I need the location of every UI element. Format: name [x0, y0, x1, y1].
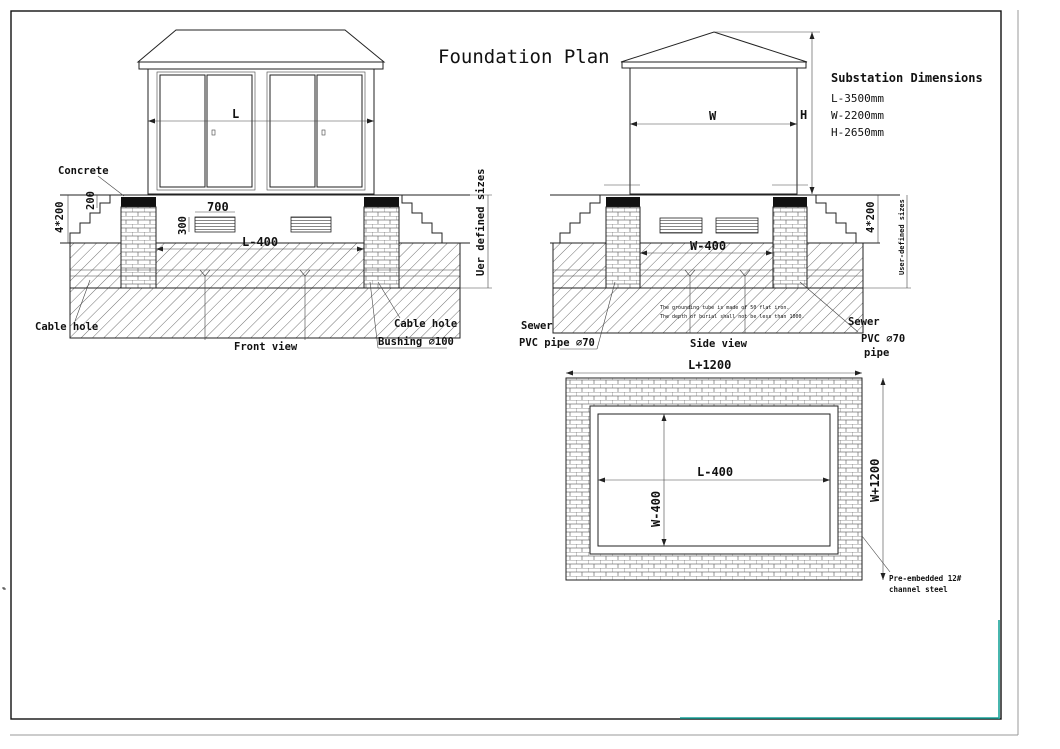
- front-roof: [136, 29, 386, 63]
- side-caption: Side view: [690, 338, 748, 350]
- front-caption: Front view: [234, 341, 298, 353]
- plan-view: L+1200 L-400 W-400 W+1200 Pre-embedded 1…: [565, 358, 962, 594]
- side-pier-right: [772, 206, 808, 289]
- plan-dim-right: W+1200: [868, 459, 882, 502]
- dimension-h: H-2650mm: [831, 126, 884, 139]
- front-view: L 700 300 L-400: [35, 29, 492, 353]
- plan-dim-inner-w: W-400: [649, 491, 663, 527]
- side-height-symbol: H: [800, 108, 807, 122]
- front-bushing-label: Bushing ⌀100: [378, 336, 454, 348]
- side-view: W H W-400 4*200 U: [519, 31, 911, 359]
- plan-dim-top: L+1200: [688, 358, 731, 372]
- side-sewer-right: Sewer: [848, 316, 880, 328]
- front-vent-right: [290, 216, 332, 233]
- front-cable-hole-left: Cable hole: [35, 321, 98, 333]
- side-roof: [620, 31, 808, 63]
- side-vent-left: [659, 217, 703, 234]
- side-pvc-left: PVC pipe ⌀70: [519, 337, 595, 349]
- front-user-sizes: Uer defined sizes: [475, 169, 487, 276]
- side-body: [629, 67, 798, 195]
- front-pier-left: [120, 206, 157, 289]
- page-title: Foundation Plan: [438, 46, 610, 68]
- side-note-line1: The grounding tube is made of 50 flat ir…: [660, 305, 789, 311]
- front-body: [147, 68, 375, 195]
- side-pvc-right: PVC ⌀70: [861, 333, 905, 345]
- front-eave: [138, 61, 384, 70]
- dimensions-heading: Substation Dimensions: [831, 71, 983, 85]
- side-eave: [621, 61, 807, 69]
- sheet-border: [10, 10, 1002, 720]
- front-width-symbol: L: [232, 107, 239, 121]
- front-pier-right-cap: [364, 197, 399, 207]
- front-cable-hole-right: Cable hole: [394, 318, 457, 330]
- front-concrete-label: Concrete: [58, 165, 109, 177]
- side-pier-left: [605, 206, 641, 289]
- front-vent-left: [194, 216, 236, 233]
- side-dim-4x200: 4*200: [865, 201, 877, 233]
- plan-dim-inner-l: L-400: [697, 465, 733, 479]
- side-vent-right: [715, 217, 759, 234]
- dimension-w: W-2200mm: [831, 109, 884, 122]
- front-dim-200: 200: [85, 191, 97, 210]
- side-pipe-right: pipe: [864, 347, 889, 359]
- side-pier-left-cap: [606, 197, 640, 207]
- side-width-symbol: W: [709, 109, 717, 123]
- side-pier-right-cap: [773, 197, 807, 207]
- plan-note-line2: channel steel: [889, 585, 948, 594]
- side-user-sizes: User-defined sizes: [898, 199, 906, 275]
- plan-note-line1: Pre-embedded 12#: [889, 574, 962, 583]
- front-dim-4x200: 4*200: [54, 201, 66, 233]
- side-note-line2: The depth of burial shall not be less th…: [660, 314, 805, 320]
- front-dim-l400: L-400: [242, 235, 278, 249]
- front-pier-left-cap: [121, 197, 156, 207]
- margin-mark: #: [2, 587, 8, 590]
- dimension-l: L-3500mm: [831, 92, 884, 105]
- side-sewer-left: Sewer: [521, 320, 553, 332]
- side-dim-w400: W-400: [690, 239, 726, 253]
- front-pier-right: [363, 206, 400, 289]
- front-doors: [156, 71, 366, 191]
- front-dim-300: 300: [177, 216, 189, 235]
- front-dim-700: 700: [207, 200, 229, 214]
- dimensions-block: Substation Dimensions L-3500mm W-2200mm …: [831, 71, 983, 139]
